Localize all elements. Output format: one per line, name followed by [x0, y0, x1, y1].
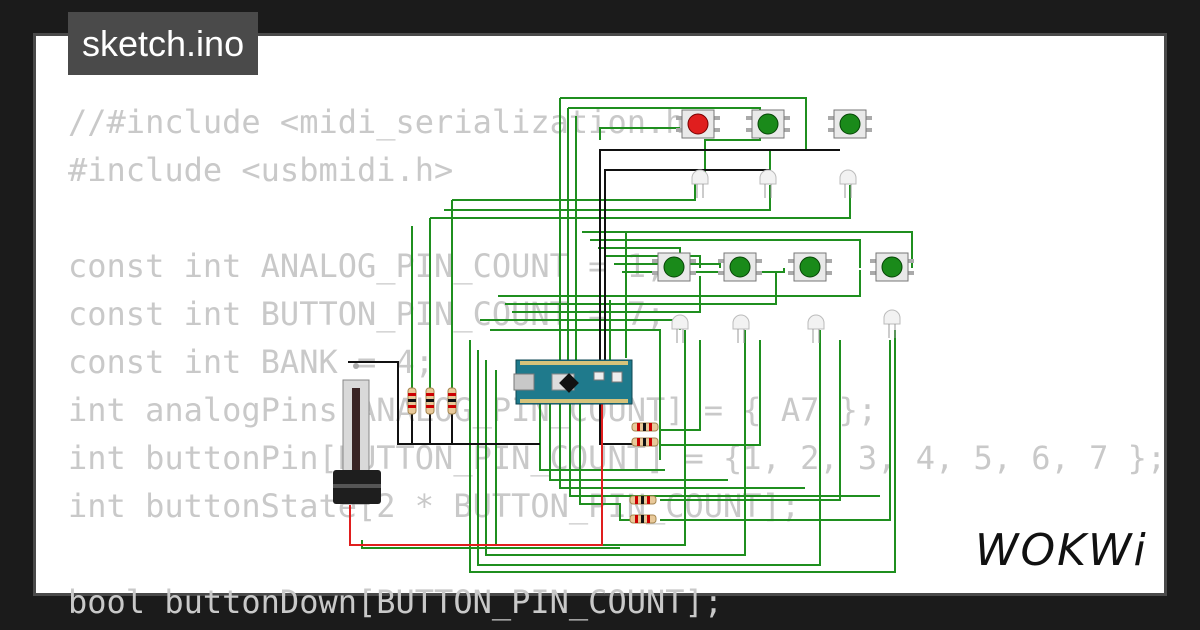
- led-icon[interactable]: [759, 169, 777, 198]
- resistor-icon: [629, 495, 657, 505]
- led-icon[interactable]: [732, 314, 750, 343]
- led-icon[interactable]: [671, 314, 689, 343]
- pushbutton-green[interactable]: [870, 252, 914, 282]
- code-preview: //#include <midi_serialization.h> #includ…: [68, 98, 1166, 626]
- led-icon[interactable]: [807, 314, 825, 343]
- resistor-icon: [629, 514, 657, 524]
- code-line: #include <usbmidi.h>: [68, 151, 454, 189]
- arduino-nano-board[interactable]: [513, 359, 633, 405]
- right-edge: [1167, 33, 1200, 630]
- file-name-tab[interactable]: sketch.ino: [68, 12, 259, 75]
- resistor-icon: [425, 387, 435, 415]
- led-icon[interactable]: [691, 169, 709, 198]
- code-line: bool buttonDown[BUTTON_PIN_COUNT];: [68, 583, 724, 621]
- code-line: const int BANK = 4;: [68, 343, 435, 381]
- resistor-icon: [447, 387, 457, 415]
- red-wire: [349, 400, 603, 546]
- slide-potentiometer[interactable]: [333, 363, 381, 505]
- pushbutton-green[interactable]: [788, 252, 832, 282]
- black-wires: [348, 149, 840, 445]
- pushbutton-green[interactable]: [718, 252, 762, 282]
- code-line: const int BUTTON_PIN_COUNT = 7;: [68, 295, 666, 333]
- led-icon[interactable]: [839, 169, 857, 198]
- led-icon[interactable]: [883, 309, 901, 338]
- pushbutton-red[interactable]: [676, 109, 720, 139]
- resistor-icon: [631, 422, 659, 432]
- wokwi-logo: WOKWi: [975, 525, 1148, 576]
- code-line: const int ANALOG_PIN_COUNT = 1;: [68, 247, 666, 285]
- resistor-icon: [631, 437, 659, 447]
- resistor-icon: [407, 387, 417, 415]
- code-line: //#include <midi_serialization.h>: [68, 103, 704, 141]
- pushbutton-green[interactable]: [652, 252, 696, 282]
- pushbutton-green[interactable]: [828, 109, 872, 139]
- code-line: int buttonState[2 * BUTTON_PIN_COUNT];: [68, 487, 801, 525]
- pushbutton-green[interactable]: [746, 109, 790, 139]
